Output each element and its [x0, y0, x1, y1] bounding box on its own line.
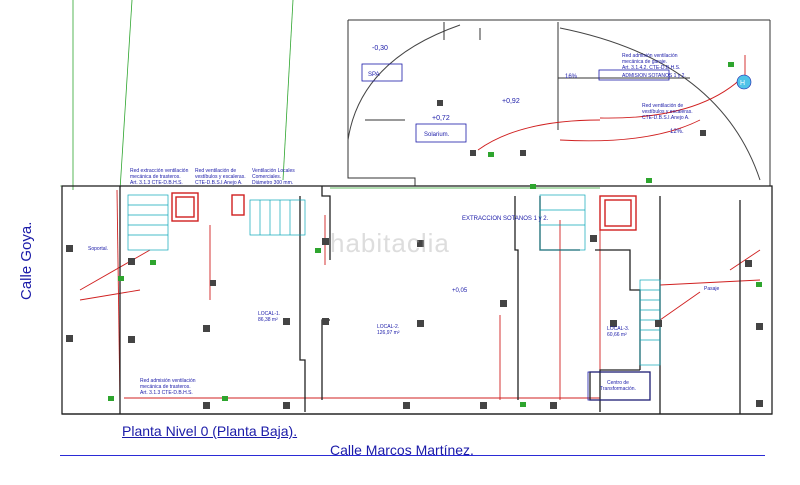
note-vent-vest-b1: Red ventilación de [195, 168, 236, 174]
upper-building-outline [347, 19, 771, 186]
note-adm-trast-3: Art. 3.1.3 CTE-D.B.H.S. [140, 390, 193, 396]
level-3: +0,72 [432, 115, 450, 122]
note-extraccion: EXTRACCION SOTANOS 1 y 2. [462, 216, 549, 222]
slope-1: 16% [565, 74, 578, 80]
centro-label-2: Transformación. [600, 386, 636, 392]
note-vent-vest-b3: CTE-D.B.S.I.Anejo A. [195, 180, 243, 186]
plan-title: Planta Nivel 0 (Planta Baja). [122, 423, 298, 439]
fan-icon: H [736, 74, 752, 90]
shaft-boxes [171, 192, 637, 231]
spa-label: SPA [368, 72, 380, 78]
street-label-bottom: Calle Marcos Martínez. [330, 442, 474, 458]
note-adm-trast-2: mecánica de trasteros. [140, 384, 191, 390]
room-label-boxes [361, 63, 670, 401]
note-admision-garaje-2: mecánica de garaje. [622, 59, 667, 65]
watermark: habitaclia [330, 228, 450, 258]
local3-area: 60,66 m² [607, 332, 627, 338]
note-vent-vest-b2: vestíbulos y escaleras. [195, 174, 246, 180]
slope-2: 12%. [670, 129, 684, 135]
title-rule [60, 455, 765, 456]
pasaje-label: Pasaje [704, 286, 720, 292]
centro-label-1: Centro de [607, 380, 629, 386]
svg-text:H: H [740, 80, 745, 87]
diffusers [108, 62, 762, 407]
local2-area: 126,97 m² [377, 330, 400, 336]
local1-label: LOCAL-1. [258, 311, 280, 317]
level-2: +0,92 [502, 98, 520, 105]
note-vent-loc-1: Ventilación Locales [252, 168, 295, 174]
note-extr-trast-2: mecánica de trasteros. [130, 174, 181, 180]
note-admision-garaje-1: Red admisión ventilación [622, 53, 678, 59]
local2-label: LOCAL-2. [377, 324, 399, 330]
note-vent-vest-3: CTE-D.B.S.I.Anejo A. [642, 115, 690, 121]
solarium-label: Solarium. [424, 132, 450, 138]
level-1: -0,30 [372, 45, 388, 52]
level-4: +0,05 [452, 288, 468, 294]
note-admision-sotanos: ADMISION SOTANOS 1 y 2. [622, 73, 686, 79]
local3-label: LOCAL-3. [607, 326, 629, 332]
note-extr-trast-3: Art. 3.1.3 CTE-D.B.H.S. [130, 180, 183, 186]
note-vent-loc-3: Diámetro 300 mm. [252, 180, 293, 186]
soportal-label: Soportal. [88, 246, 108, 252]
street-label-left: Calle Goya. [18, 221, 35, 300]
stair-cores [127, 194, 661, 366]
local1-area: 86,38 m² [258, 317, 278, 323]
note-extr-trast-1: Red extracción ventilación [130, 168, 189, 174]
note-vent-vest-1: Red ventilación de [642, 103, 683, 109]
note-vent-vest-2: vestíbulos y escaleras. [642, 109, 693, 115]
alignment-lines [60, 0, 770, 191]
note-admision-garaje-3: Art. 3.1.4.2. CTE-D.B.H.S. [622, 65, 680, 71]
note-vent-loc-2: Comerciales. [252, 174, 281, 180]
note-adm-trast-1: Red admisión ventilación [140, 378, 196, 384]
ventilation-lines [79, 55, 761, 406]
structural-columns [66, 100, 763, 409]
